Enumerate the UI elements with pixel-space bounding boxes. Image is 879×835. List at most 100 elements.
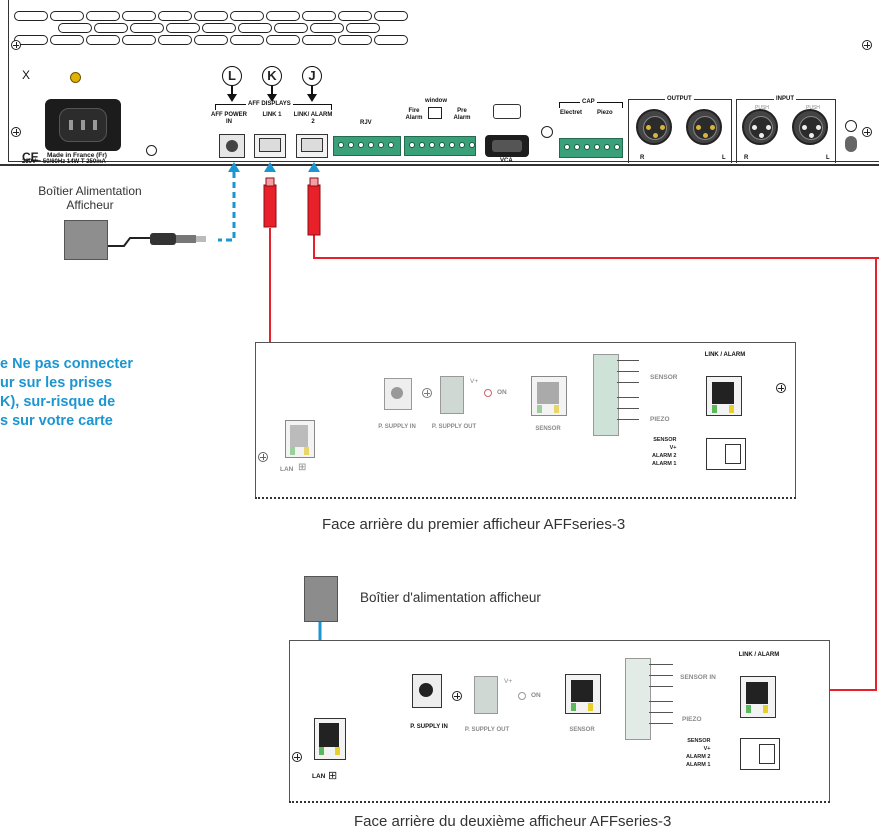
sensor-piezo-terminal-1[interactable] bbox=[593, 354, 619, 436]
cap-terminal[interactable] bbox=[559, 138, 623, 158]
rack-unit-rear-panel: X CE Made in France (Fr) 230V ~ 50/60Hz … bbox=[0, 0, 879, 166]
pinout-sensor: SENSOR bbox=[653, 437, 677, 443]
arrow-up-icon bbox=[308, 162, 320, 172]
vent-slot bbox=[50, 35, 84, 45]
vent-slot bbox=[346, 23, 380, 33]
sensor-in-tag-2: SENSOR IN bbox=[680, 674, 716, 681]
on-led-2 bbox=[518, 692, 526, 700]
vent-slot bbox=[194, 11, 228, 21]
link-alarm-port-1[interactable] bbox=[706, 376, 742, 416]
vent-slot bbox=[202, 23, 236, 33]
alarm-rj45-port-2[interactable] bbox=[740, 738, 780, 770]
p-supply-out-label-2: P. SUPPLY OUT bbox=[464, 727, 510, 733]
warning-line-3: K), sur-risque de bbox=[0, 394, 116, 410]
power-box-top-label: Boîtier Alimentation Afficheur bbox=[38, 184, 142, 212]
output-l-xlr[interactable] bbox=[686, 109, 722, 145]
db9-outline-icon bbox=[493, 104, 521, 119]
aff-power-in-label: AFF POWER IN bbox=[211, 112, 247, 125]
vent-slot bbox=[266, 35, 300, 45]
input-r-xlr[interactable] bbox=[742, 109, 778, 145]
warning-line-4: s sur votre carte bbox=[0, 413, 113, 429]
piezo-tag-1: PIEZO bbox=[650, 416, 670, 423]
pinout-alarm1: ALARM 1 bbox=[652, 461, 677, 467]
lan-port-2[interactable] bbox=[314, 718, 346, 760]
sensor-label-2: SENSOR bbox=[569, 727, 595, 733]
aff-power-in-jack[interactable] bbox=[219, 134, 245, 158]
input-l-xlr[interactable] bbox=[792, 109, 828, 145]
p-supply-out-terminal-1[interactable] bbox=[440, 376, 464, 414]
p-supply-in-label-2: P. SUPPLY IN bbox=[410, 724, 448, 730]
p-supply-out-terminal-2[interactable] bbox=[474, 676, 498, 714]
sensor-port-2[interactable] bbox=[565, 674, 601, 714]
screw-icon bbox=[862, 127, 872, 137]
arrow-down-icon bbox=[227, 94, 237, 102]
screw-icon bbox=[11, 127, 21, 137]
ce-mark-icon: CE bbox=[22, 150, 39, 164]
display-panel-2 bbox=[289, 640, 830, 802]
pinout-v-plus: V+ bbox=[669, 445, 677, 451]
sensor-piezo-terminal-2[interactable] bbox=[625, 658, 651, 740]
pinout-alarm2: ALARM 2 bbox=[652, 453, 677, 459]
screw-icon bbox=[776, 383, 786, 393]
lan-label-2: LAN bbox=[312, 773, 326, 780]
ground-stud bbox=[541, 126, 553, 138]
vent-slot bbox=[338, 35, 372, 45]
vent-slot bbox=[130, 23, 164, 33]
v-plus-label-1: V+ bbox=[470, 378, 479, 385]
power-box-second bbox=[304, 576, 338, 622]
link-alarm-port-2[interactable] bbox=[740, 676, 776, 718]
vent-slot bbox=[14, 11, 48, 21]
dc-plug-icon bbox=[150, 233, 176, 245]
arrow-down-icon bbox=[307, 94, 317, 102]
lan-port[interactable] bbox=[285, 420, 315, 458]
p-supply-in-jack-2[interactable] bbox=[412, 674, 442, 708]
output-r-label: R bbox=[640, 155, 645, 161]
vent-slot bbox=[302, 11, 336, 21]
vent-slot bbox=[50, 11, 84, 21]
rj45-plug-icon bbox=[263, 184, 277, 228]
link-alarm-label-1: LINK / ALARM bbox=[704, 352, 746, 358]
ground-stud bbox=[146, 145, 157, 156]
vent-slot bbox=[310, 23, 344, 33]
link2-cable bbox=[313, 235, 879, 259]
pot-knob bbox=[845, 136, 857, 152]
warning-line-1: e Ne pas connecter bbox=[0, 356, 133, 372]
arrow-down-icon bbox=[267, 94, 277, 102]
sensor-port-1[interactable] bbox=[531, 376, 567, 416]
vca-label: VCA bbox=[500, 158, 513, 164]
alarm-rj45-port-1[interactable] bbox=[706, 438, 746, 470]
arrow-up-icon bbox=[228, 162, 240, 172]
rjv-terminal[interactable] bbox=[333, 136, 401, 156]
aff-power-dashed-cable bbox=[218, 172, 236, 242]
piezo-tag-2: PIEZO bbox=[682, 716, 702, 723]
pinout-legend-1: SENSOR V+ ALARM 2 ALARM 1 bbox=[652, 436, 676, 468]
iec-power-inlet bbox=[45, 99, 121, 151]
vent-slot bbox=[374, 35, 408, 45]
alarm-terminal[interactable] bbox=[404, 136, 476, 156]
network-icon: ⊞ bbox=[298, 462, 307, 473]
screw-icon bbox=[862, 40, 872, 50]
output-r-xlr[interactable] bbox=[636, 109, 672, 145]
power-box-second-label: Boîtier d'alimentation afficheur bbox=[360, 590, 541, 605]
p-supply-in-label-1: P. SUPPLY IN bbox=[378, 424, 416, 430]
power-box-top bbox=[64, 220, 108, 260]
p-supply-out-label-1: P. SUPPLY OUT bbox=[431, 424, 477, 430]
piezo-label: Piezo bbox=[597, 110, 613, 116]
callout-stem bbox=[311, 86, 313, 95]
vent-slot bbox=[94, 23, 128, 33]
p-supply-in-jack-1[interactable] bbox=[384, 378, 412, 410]
vent-slot bbox=[238, 23, 272, 33]
callout-j: J bbox=[302, 66, 322, 86]
made-in-france-label: Made in France (Fr) bbox=[47, 152, 107, 159]
sensor-tag-1: SENSOR bbox=[650, 374, 678, 381]
on-label-1: ON bbox=[497, 389, 507, 396]
ground-stud bbox=[845, 120, 857, 132]
link1-port[interactable] bbox=[254, 134, 286, 158]
input-r-label: R bbox=[744, 155, 749, 161]
vca-db9-port[interactable] bbox=[485, 135, 529, 157]
dc-plug-shaft bbox=[176, 235, 196, 243]
input-label: INPUT bbox=[774, 96, 796, 103]
link2-alarm2-port[interactable] bbox=[296, 134, 328, 158]
output-l-label: L bbox=[722, 155, 726, 161]
power-rating-label: 230V ~ 50/60Hz 14W T 250mA bbox=[22, 159, 106, 165]
